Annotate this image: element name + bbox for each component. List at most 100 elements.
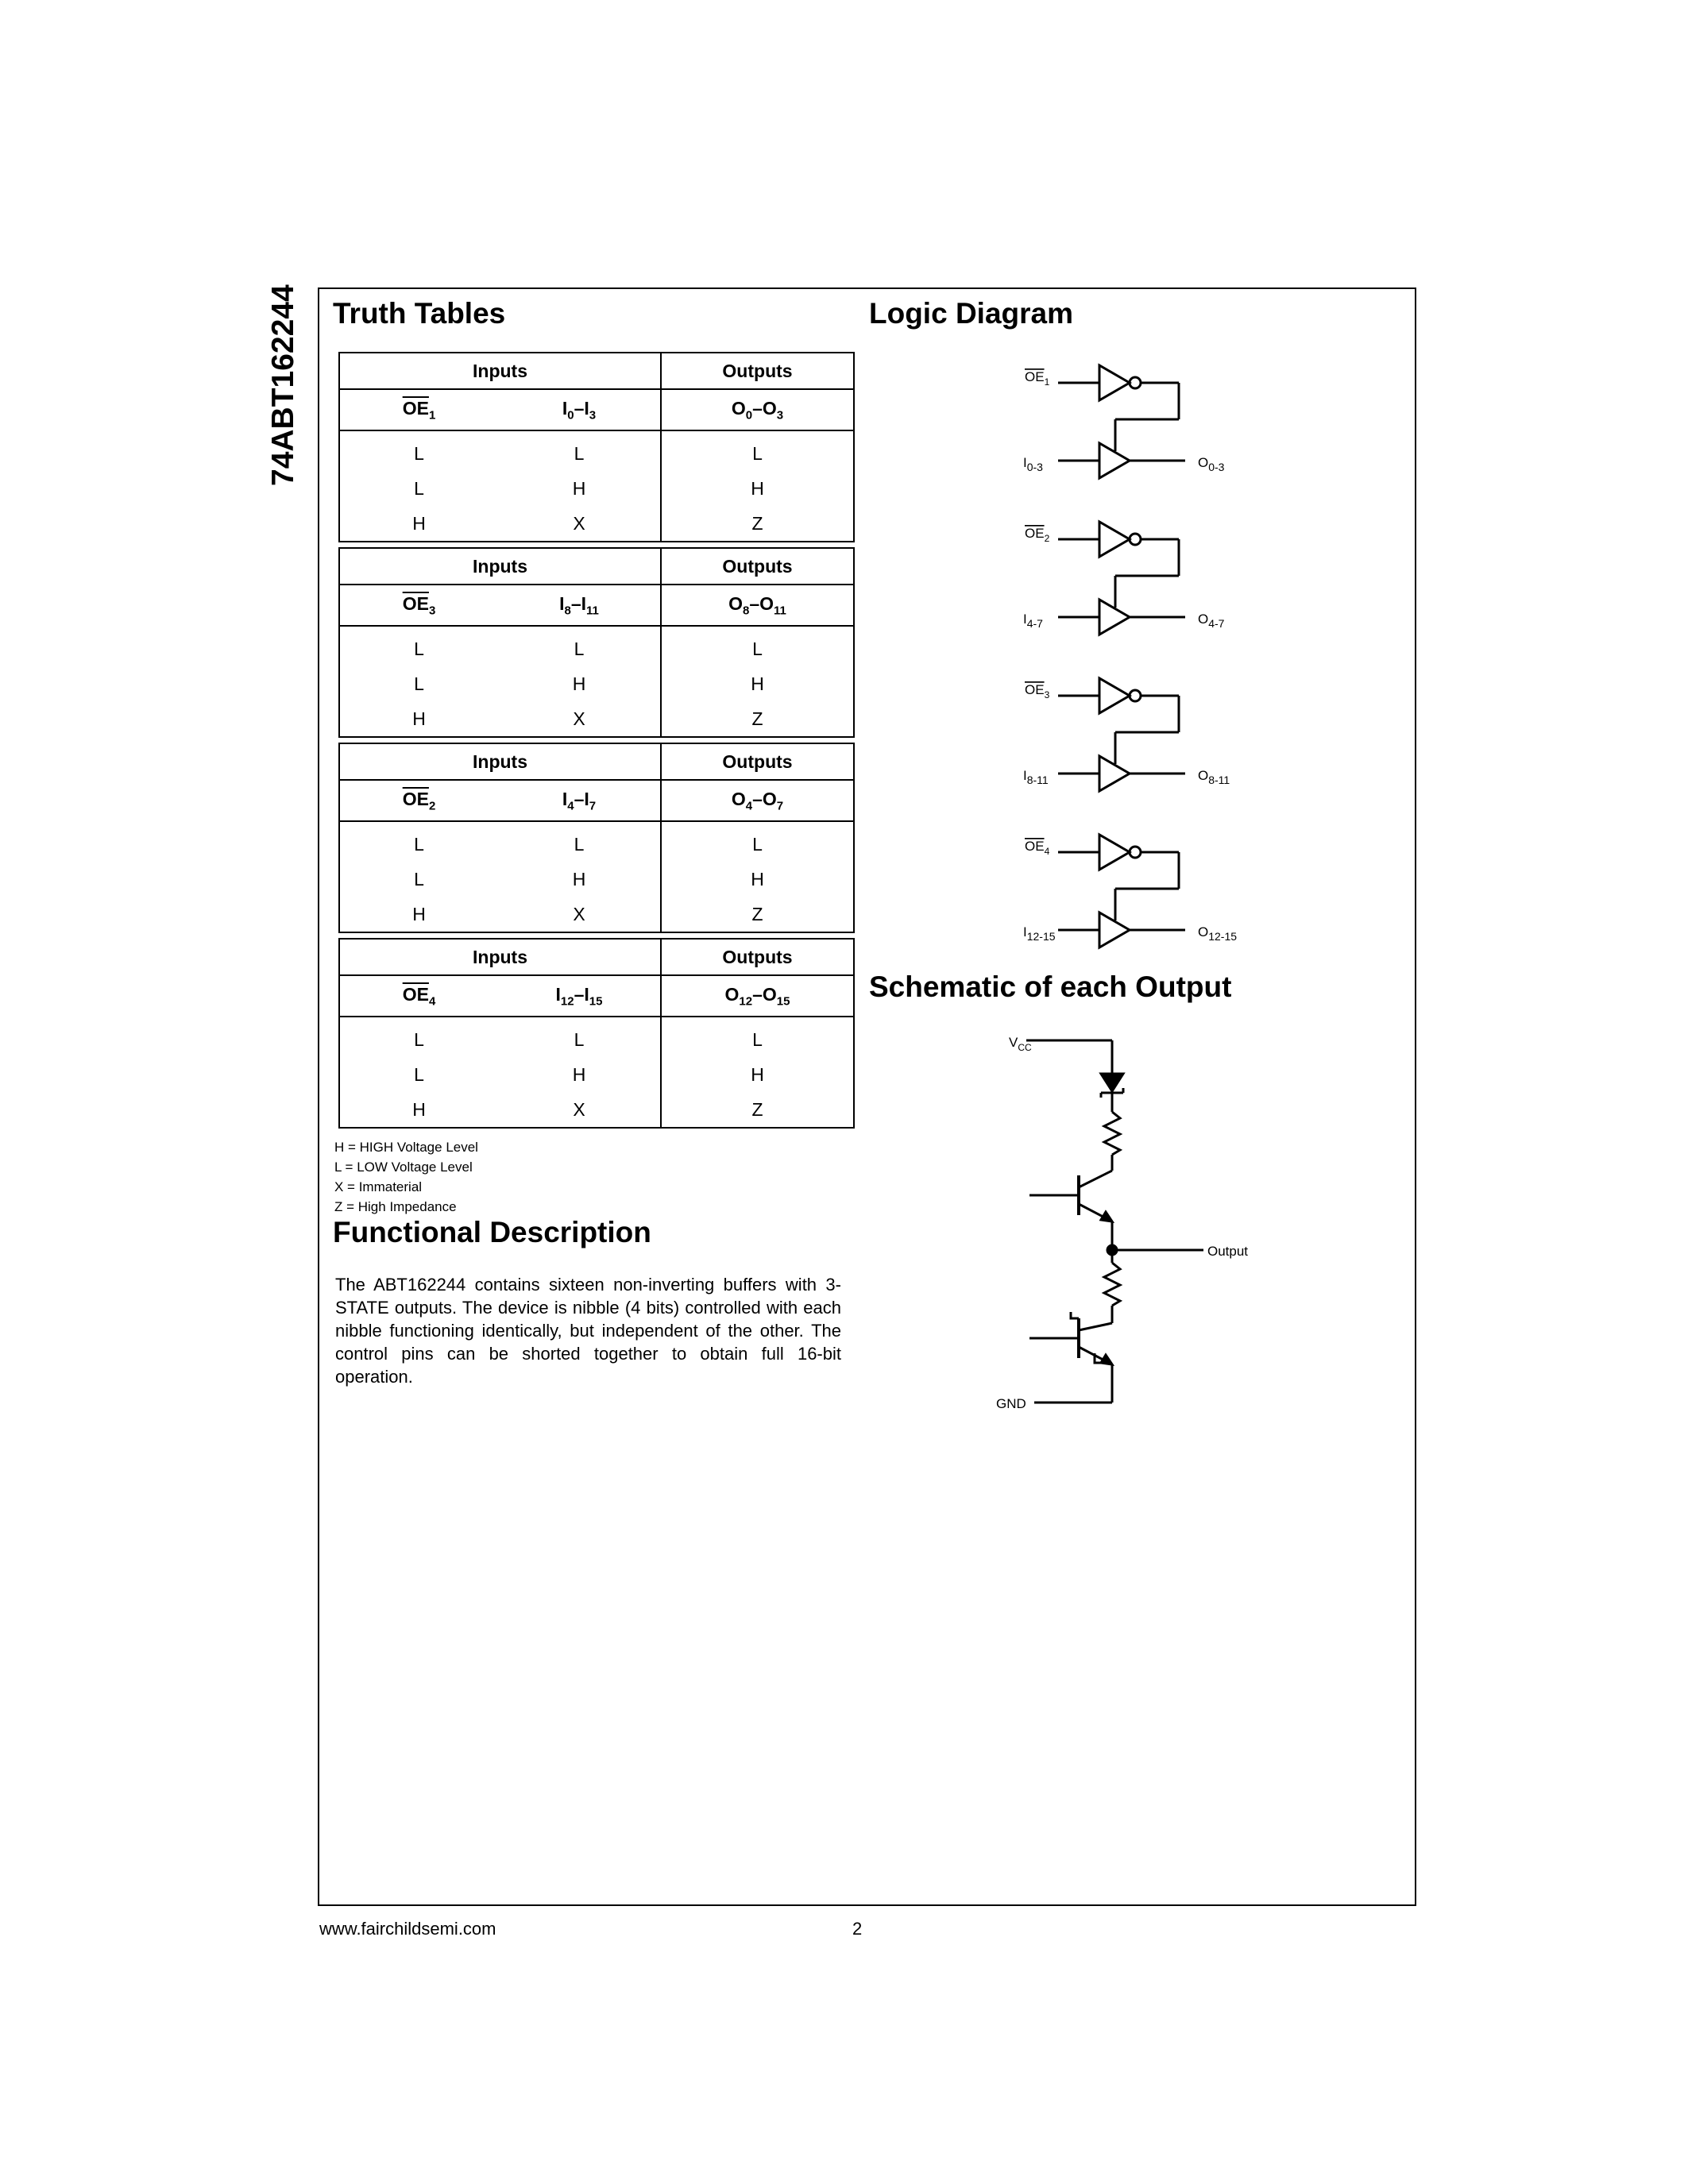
- output-label: O4-7: [1198, 612, 1225, 630]
- footer-url[interactable]: www.fairchildsemi.com: [319, 1919, 496, 1939]
- resistor-symbol: [1101, 1110, 1123, 1156]
- buffer-symbol: [1098, 910, 1132, 950]
- legend-item: Z = High Impedance: [334, 1199, 457, 1214]
- gnd-label: GND: [996, 1396, 1026, 1411]
- table-cell: L: [752, 833, 763, 855]
- input-column-header: I8–I11: [498, 585, 662, 627]
- output-schematic: VCC Output GND: [996, 1035, 1248, 1411]
- enable-label: OE2: [1025, 526, 1050, 544]
- output-column-header: O0–O3: [661, 389, 854, 431]
- table-cell: H: [412, 903, 426, 924]
- table-cell: H: [498, 1057, 662, 1092]
- table-cell: L: [752, 1028, 763, 1050]
- outputs-header: Outputs: [661, 743, 854, 781]
- table-cell: L: [414, 868, 424, 889]
- logic-diagram-heading: Logic Diagram: [869, 297, 1073, 330]
- resistor-symbol: [1101, 1261, 1123, 1307]
- table-cell: X: [498, 897, 662, 932]
- table-cell: Z: [751, 512, 763, 534]
- input-label: I0-3: [1023, 455, 1043, 473]
- table-cell: L: [414, 1063, 424, 1085]
- table-cell: H: [751, 868, 764, 889]
- inputs-header: Inputs: [339, 353, 662, 390]
- output-column-header: O4–O7: [661, 780, 854, 822]
- inputs-header: Inputs: [339, 939, 662, 976]
- part-number-title: 74ABT162244: [266, 284, 300, 486]
- table-cell: L: [498, 1017, 662, 1057]
- output-label: O12-15: [1198, 924, 1237, 943]
- input-label: I12-15: [1023, 924, 1056, 943]
- input-column-header: I4–I7: [498, 780, 662, 822]
- functional-description-text: The ABT162244 contains sixteen non-inver…: [335, 1275, 841, 1387]
- table-cell: L: [752, 442, 763, 464]
- table-cell: L: [414, 673, 424, 694]
- enable-column-header: OE3: [339, 585, 498, 627]
- legend-item: H = HIGH Voltage Level: [334, 1140, 478, 1155]
- inverter-symbol: [1098, 363, 1132, 403]
- input-column-header: I0–I3: [498, 389, 662, 431]
- buffer-symbol: [1098, 754, 1132, 793]
- table-cell: L: [414, 477, 424, 499]
- table-cell: H: [498, 862, 662, 897]
- inputs-header: Inputs: [339, 548, 662, 585]
- table-cell: H: [412, 708, 426, 729]
- enable-label: OE3: [1025, 682, 1050, 700]
- outputs-header: Outputs: [661, 353, 854, 390]
- functional-description-heading: Functional Description: [333, 1216, 651, 1248]
- truth-tables-heading: Truth Tables: [333, 297, 506, 330]
- page-number: 2: [852, 1919, 863, 1939]
- output-label: O8-11: [1198, 768, 1230, 786]
- table-cell: H: [751, 1063, 764, 1085]
- enable-label: OE1: [1025, 369, 1050, 388]
- legend-item: L = LOW Voltage Level: [334, 1160, 473, 1175]
- table-cell: L: [414, 833, 424, 855]
- enable-column-header: OE4: [339, 975, 498, 1017]
- inverter-symbol: [1098, 676, 1132, 716]
- buffer-symbol: [1098, 597, 1132, 637]
- table-cell: L: [498, 821, 662, 862]
- enable-column-header: OE1: [339, 389, 498, 431]
- table-cell: H: [751, 477, 764, 499]
- input-label: I4-7: [1023, 612, 1043, 630]
- table-cell: H: [498, 471, 662, 506]
- table-cell: L: [414, 1028, 424, 1050]
- output-column-header: O8–O11: [661, 585, 854, 627]
- output-column-header: O12–O15: [661, 975, 854, 1017]
- table-cell: Z: [751, 1098, 763, 1120]
- table-cell: X: [498, 1092, 662, 1128]
- diode-symbol: [1099, 1072, 1126, 1094]
- input-label: I8-11: [1023, 768, 1049, 786]
- legend-item: X = Immaterial: [334, 1179, 423, 1194]
- enable-column-header: OE2: [339, 780, 498, 822]
- outputs-header: Outputs: [661, 548, 854, 585]
- truth-table-legend: H = HIGH Voltage Level L = LOW Voltage L…: [334, 1137, 478, 1217]
- inputs-header: Inputs: [339, 743, 662, 781]
- table-cell: H: [498, 666, 662, 701]
- table-cell: Z: [751, 903, 763, 924]
- table-cell: X: [498, 701, 662, 737]
- table-cell: L: [498, 430, 662, 471]
- table-cell: H: [751, 673, 764, 694]
- outputs-header: Outputs: [661, 939, 854, 976]
- enable-label: OE4: [1025, 839, 1050, 857]
- inverter-symbol: [1098, 519, 1132, 559]
